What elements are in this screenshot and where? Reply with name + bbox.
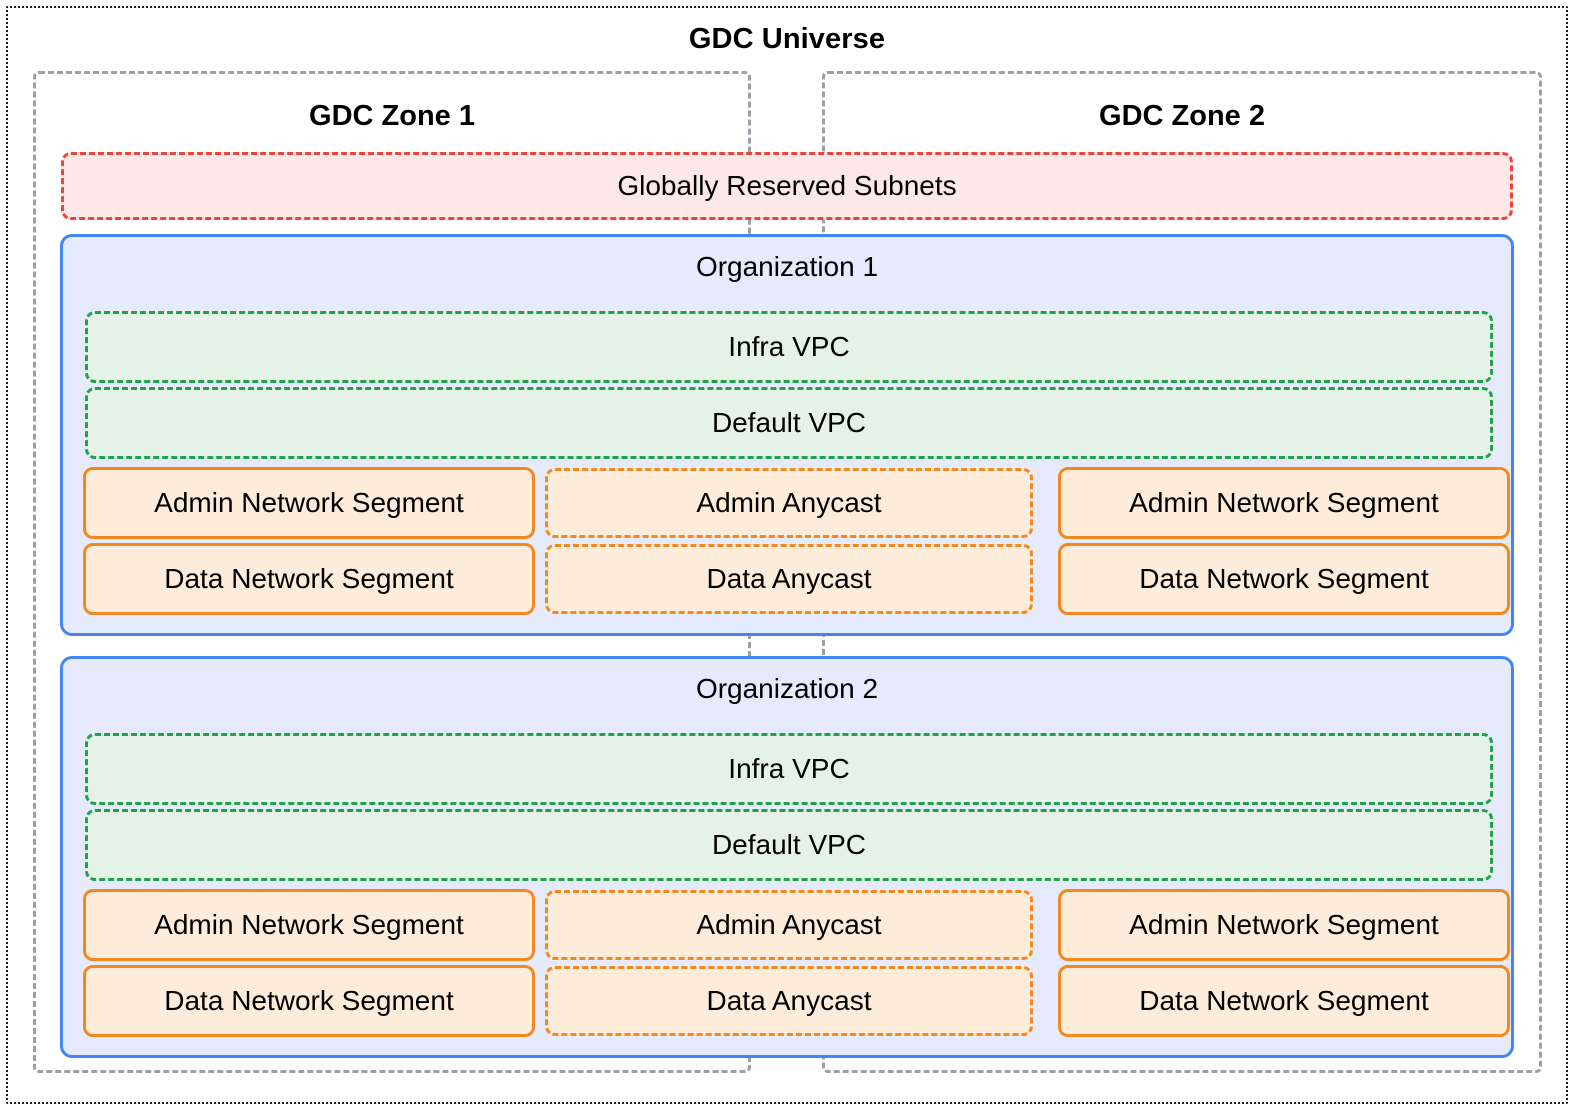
org-1-zone-2-data-network-segment-box: Data Network Segment — [1058, 543, 1510, 615]
org-1-zone-1-admin-network-segment-label: Admin Network Segment — [154, 487, 464, 518]
org-2-zone-2-admin-network-segment-label: Admin Network Segment — [1129, 909, 1439, 940]
org-2-data-anycast-box: Data Anycast — [545, 966, 1033, 1036]
org-1-zone-1-data-network-segment-box: Data Network Segment — [83, 543, 535, 615]
org-2-zone-2-data-network-segment-box: Data Network Segment — [1058, 965, 1510, 1037]
organization-1-title: Organization 1 — [695, 251, 879, 282]
globally-reserved-subnets-label: Globally Reserved Subnets — [617, 170, 957, 201]
org-2-zone-1-data-network-segment-box: Data Network Segment — [83, 965, 535, 1037]
org-2-infra-vpc-box: Infra VPC — [85, 733, 1493, 805]
org-1-infra-vpc-label: Infra VPC — [728, 331, 850, 362]
zone-title-gdc-zone-2: GDC Zone 2 — [1099, 100, 1265, 132]
org-2-zone-2-admin-network-segment-box: Admin Network Segment — [1058, 889, 1510, 961]
org-2-zone-1-admin-network-segment-label: Admin Network Segment — [154, 909, 464, 940]
org-2-default-vpc-label: Default VPC — [711, 829, 867, 860]
org-2-infra-vpc-label: Infra VPC — [728, 753, 850, 784]
org-2-admin-anycast-box: Admin Anycast — [545, 890, 1033, 960]
org-1-infra-vpc-box: Infra VPC — [85, 311, 1493, 383]
org-1-zone-2-admin-network-segment-label: Admin Network Segment — [1129, 487, 1439, 518]
org-2-default-vpc-box: Default VPC — [85, 809, 1493, 881]
organization-2-title: Organization 2 — [695, 673, 879, 704]
org-2-zone-1-data-network-segment-label: Data Network Segment — [164, 985, 454, 1016]
globally-reserved-subnets-box: Globally Reserved Subnets — [61, 152, 1513, 220]
org-1-zone-2-data-network-segment-label: Data Network Segment — [1139, 563, 1429, 594]
page-title: GDC Universe — [688, 23, 886, 55]
org-1-default-vpc-box: Default VPC — [85, 387, 1493, 459]
org-2-zone-2-data-network-segment-label: Data Network Segment — [1139, 985, 1429, 1016]
org-2-admin-anycast-label: Admin Anycast — [696, 909, 882, 940]
universe-frame — [6, 6, 1568, 1104]
org-1-default-vpc-label: Default VPC — [711, 407, 867, 438]
org-2-data-anycast-label: Data Anycast — [706, 985, 872, 1016]
org-1-admin-anycast-box: Admin Anycast — [545, 468, 1033, 538]
org-1-admin-anycast-label: Admin Anycast — [696, 487, 882, 518]
org-2-zone-1-admin-network-segment-box: Admin Network Segment — [83, 889, 535, 961]
organization-1-box: Organization 1 Infra VPC Default VPC Adm… — [60, 234, 1514, 636]
org-1-zone-1-data-network-segment-label: Data Network Segment — [164, 563, 454, 594]
organization-2-box: Organization 2 Infra VPC Default VPC Adm… — [60, 656, 1514, 1058]
org-1-data-anycast-label: Data Anycast — [706, 563, 872, 594]
org-1-zone-1-admin-network-segment-box: Admin Network Segment — [83, 467, 535, 539]
org-1-zone-2-admin-network-segment-box: Admin Network Segment — [1058, 467, 1510, 539]
zone-title-gdc-zone-1: GDC Zone 1 — [309, 100, 475, 132]
org-1-data-anycast-box: Data Anycast — [545, 544, 1033, 614]
